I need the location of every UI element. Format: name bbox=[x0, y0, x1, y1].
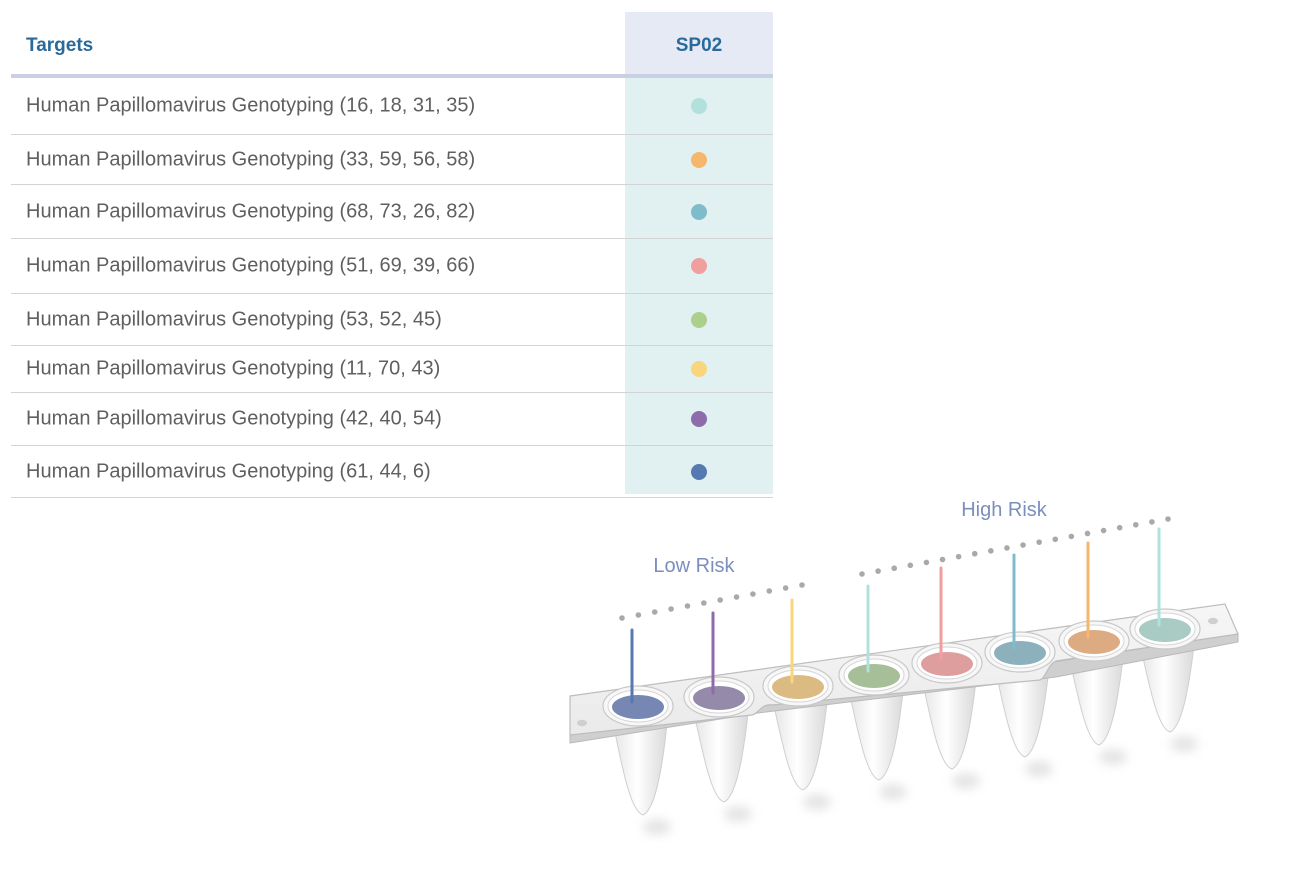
pcr-tube bbox=[1138, 636, 1196, 733]
tube-shadow bbox=[1025, 761, 1053, 777]
panel-header-sp02: SP02 bbox=[675, 35, 723, 56]
target-label: Human Papillomavirus Genotyping (51, 69,… bbox=[26, 254, 476, 277]
tube-shadow bbox=[1170, 736, 1198, 752]
bracket-dot bbox=[619, 615, 625, 621]
bracket-dot bbox=[1165, 516, 1171, 522]
leader-lines bbox=[630, 527, 1161, 704]
tube-bodies bbox=[611, 636, 1196, 816]
bracket-dot bbox=[782, 585, 789, 591]
bracket-dot bbox=[1036, 539, 1042, 545]
bracket-dot bbox=[1100, 527, 1107, 534]
bracket-dot bbox=[1020, 542, 1026, 548]
channel-dot bbox=[691, 258, 707, 274]
well-liquid bbox=[772, 675, 824, 699]
bracket-dot bbox=[668, 606, 674, 612]
tube-shadow bbox=[724, 806, 752, 822]
bracket-dot bbox=[859, 571, 865, 577]
target-label: Human Papillomavirus Genotyping (42, 40,… bbox=[26, 407, 442, 430]
bracket-dot bbox=[684, 603, 691, 609]
target-label: Human Papillomavirus Genotyping (11, 70,… bbox=[26, 357, 441, 380]
bracket-dot bbox=[891, 565, 898, 572]
table-row: Human Papillomavirus Genotyping (61, 44,… bbox=[11, 446, 773, 498]
table-row: Human Papillomavirus Genotyping (16, 18,… bbox=[11, 78, 773, 135]
tube-shadows bbox=[643, 736, 1198, 835]
bracket-dot bbox=[1084, 530, 1091, 537]
bracket-dot bbox=[875, 568, 881, 574]
pcr-tube bbox=[920, 670, 978, 770]
tube-shadow bbox=[643, 819, 671, 835]
bracket-dot bbox=[971, 550, 978, 557]
table-row: Human Papillomavirus Genotyping (42, 40,… bbox=[11, 393, 773, 446]
bracket-dot bbox=[717, 597, 723, 603]
table-row: Human Papillomavirus Genotyping (11, 70,… bbox=[11, 346, 773, 393]
target-label: Human Papillomavirus Genotyping (16, 18,… bbox=[26, 94, 476, 117]
channel-dot bbox=[691, 311, 707, 328]
table-row: Human Papillomavirus Genotyping (53, 52,… bbox=[11, 294, 773, 346]
channel-dot bbox=[691, 411, 707, 427]
target-label: Human Papillomavirus Genotyping (33, 59,… bbox=[26, 148, 476, 170]
pcr-tube bbox=[692, 704, 750, 803]
channel-dot bbox=[691, 98, 707, 114]
high-risk-label: High Risk bbox=[961, 499, 1048, 521]
channel-dot bbox=[691, 361, 707, 377]
bracket-dot bbox=[1004, 545, 1010, 551]
pcr-tube bbox=[771, 693, 829, 791]
bracket-dot bbox=[701, 600, 707, 606]
bracket-dot bbox=[955, 553, 962, 560]
low-risk-label: Low Risk bbox=[653, 555, 735, 577]
bracket-dot bbox=[750, 591, 756, 597]
channel-dot bbox=[691, 463, 707, 480]
pcr-tube bbox=[993, 659, 1051, 758]
tube-shadow bbox=[1099, 749, 1127, 765]
target-label: Human Papillomavirus Genotyping (53, 52,… bbox=[26, 308, 442, 330]
bracket-dot bbox=[923, 559, 930, 566]
table-row: Human Papillomavirus Genotyping (51, 69,… bbox=[11, 239, 773, 294]
bracket-dot bbox=[988, 548, 994, 554]
targets-table: Targets SP02 Human Papillomavirus Genoty… bbox=[11, 12, 773, 498]
bracket-dot bbox=[939, 556, 946, 563]
targets-header: Targets bbox=[26, 35, 94, 56]
target-label: Human Papillomavirus Genotyping (61, 44,… bbox=[26, 460, 431, 482]
bracket-dot bbox=[1052, 536, 1059, 543]
pcr-tube bbox=[611, 713, 669, 816]
well-liquid bbox=[693, 686, 745, 710]
channel-dot bbox=[691, 151, 707, 168]
bracket-dot bbox=[907, 562, 914, 569]
tube-shadow bbox=[879, 784, 907, 800]
bracket-dot bbox=[635, 612, 642, 618]
tube-shadow bbox=[803, 794, 831, 810]
well-liquid bbox=[1139, 618, 1191, 642]
bracket-dot bbox=[733, 594, 740, 600]
table-header: Targets SP02 bbox=[11, 12, 773, 78]
channel-dot bbox=[691, 203, 707, 220]
bracket-dot bbox=[1068, 533, 1075, 540]
high-risk-bracket bbox=[859, 516, 1171, 577]
bracket-dot bbox=[1116, 524, 1123, 531]
table-row: Human Papillomavirus Genotyping (68, 73,… bbox=[11, 185, 773, 239]
pcr-tube bbox=[847, 682, 905, 781]
tube-shadow bbox=[952, 773, 980, 789]
bracket-dot bbox=[1132, 521, 1139, 528]
well-liquid bbox=[921, 652, 973, 676]
well-liquid bbox=[1068, 630, 1120, 654]
low-risk-bracket bbox=[619, 582, 805, 621]
well-liquid bbox=[848, 664, 900, 688]
table-row: Human Papillomavirus Genotyping (33, 59,… bbox=[11, 135, 773, 185]
bracket-dot bbox=[1149, 519, 1155, 525]
well-liquid bbox=[994, 641, 1046, 665]
wells bbox=[602, 608, 1201, 727]
bracket-dot bbox=[766, 588, 773, 594]
well-liquid bbox=[612, 695, 664, 719]
bracket-dot bbox=[799, 582, 805, 588]
target-label: Human Papillomavirus Genotyping (68, 73,… bbox=[26, 200, 476, 222]
bracket-dot bbox=[651, 609, 658, 615]
pcr-tube bbox=[1067, 648, 1125, 746]
